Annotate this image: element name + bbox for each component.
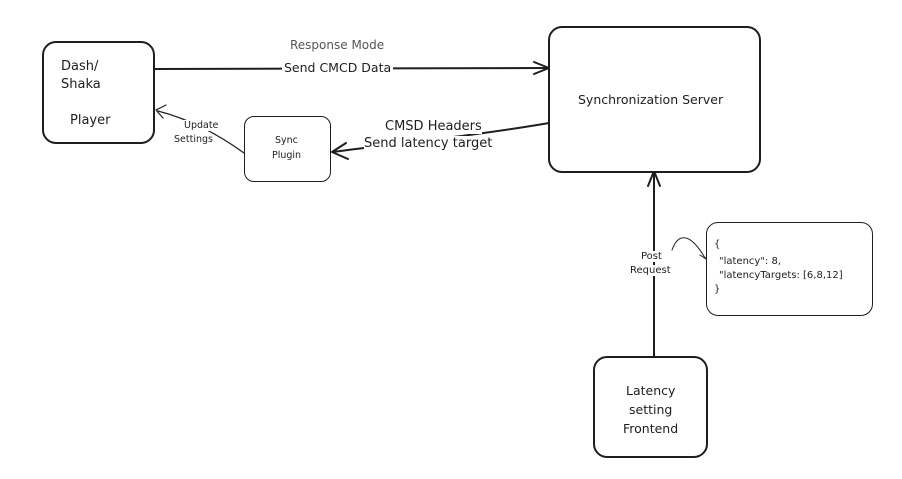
frontend-label-line-1: Latency bbox=[626, 383, 676, 398]
json-close-brace: } bbox=[714, 284, 721, 295]
update-label: Update bbox=[184, 120, 219, 131]
frontend-label-line-2: setting bbox=[629, 402, 673, 417]
json-payload-note: { "latency": 8, "latencyTargets: [6,8,12… bbox=[706, 222, 873, 316]
edge-request-to-json bbox=[671, 237, 708, 260]
request-label: Request bbox=[630, 265, 671, 276]
synchronization-server-node: Synchronization Server bbox=[548, 26, 761, 173]
json-latency-targets-line: "latencyTargets: [6,8,12] bbox=[719, 270, 843, 281]
response-mode-label: Response Mode bbox=[290, 38, 385, 52]
synchronization-server-label: Synchronization Server bbox=[578, 92, 724, 107]
send-latency-target-label: Send latency target bbox=[364, 136, 493, 151]
player-label-line-2: Shaka bbox=[61, 77, 101, 92]
json-latency-line: "latency": 8, bbox=[719, 256, 782, 267]
sync-plugin-node: Sync Plugin bbox=[244, 116, 331, 182]
player-node: Dash/ Shaka Player bbox=[42, 41, 155, 144]
settings-label: Settings bbox=[174, 134, 213, 145]
cmsd-headers-label: CMSD Headers bbox=[385, 119, 482, 134]
json-open-brace: { bbox=[714, 239, 721, 250]
player-label-line-4: Player bbox=[70, 113, 111, 128]
post-label: Post bbox=[641, 251, 662, 262]
frontend-label-line-3: Frontend bbox=[623, 421, 679, 436]
sync-plugin-label-line-2: Plugin bbox=[272, 150, 302, 161]
send-cmcd-data-label: Send CMCD Data bbox=[282, 60, 394, 75]
edge-frontend-to-server bbox=[647, 170, 661, 357]
latency-frontend-node: Latency setting Frontend bbox=[593, 356, 708, 458]
player-label-line-1: Dash/ bbox=[61, 59, 99, 74]
sync-plugin-label-line-1: Sync bbox=[275, 135, 298, 146]
